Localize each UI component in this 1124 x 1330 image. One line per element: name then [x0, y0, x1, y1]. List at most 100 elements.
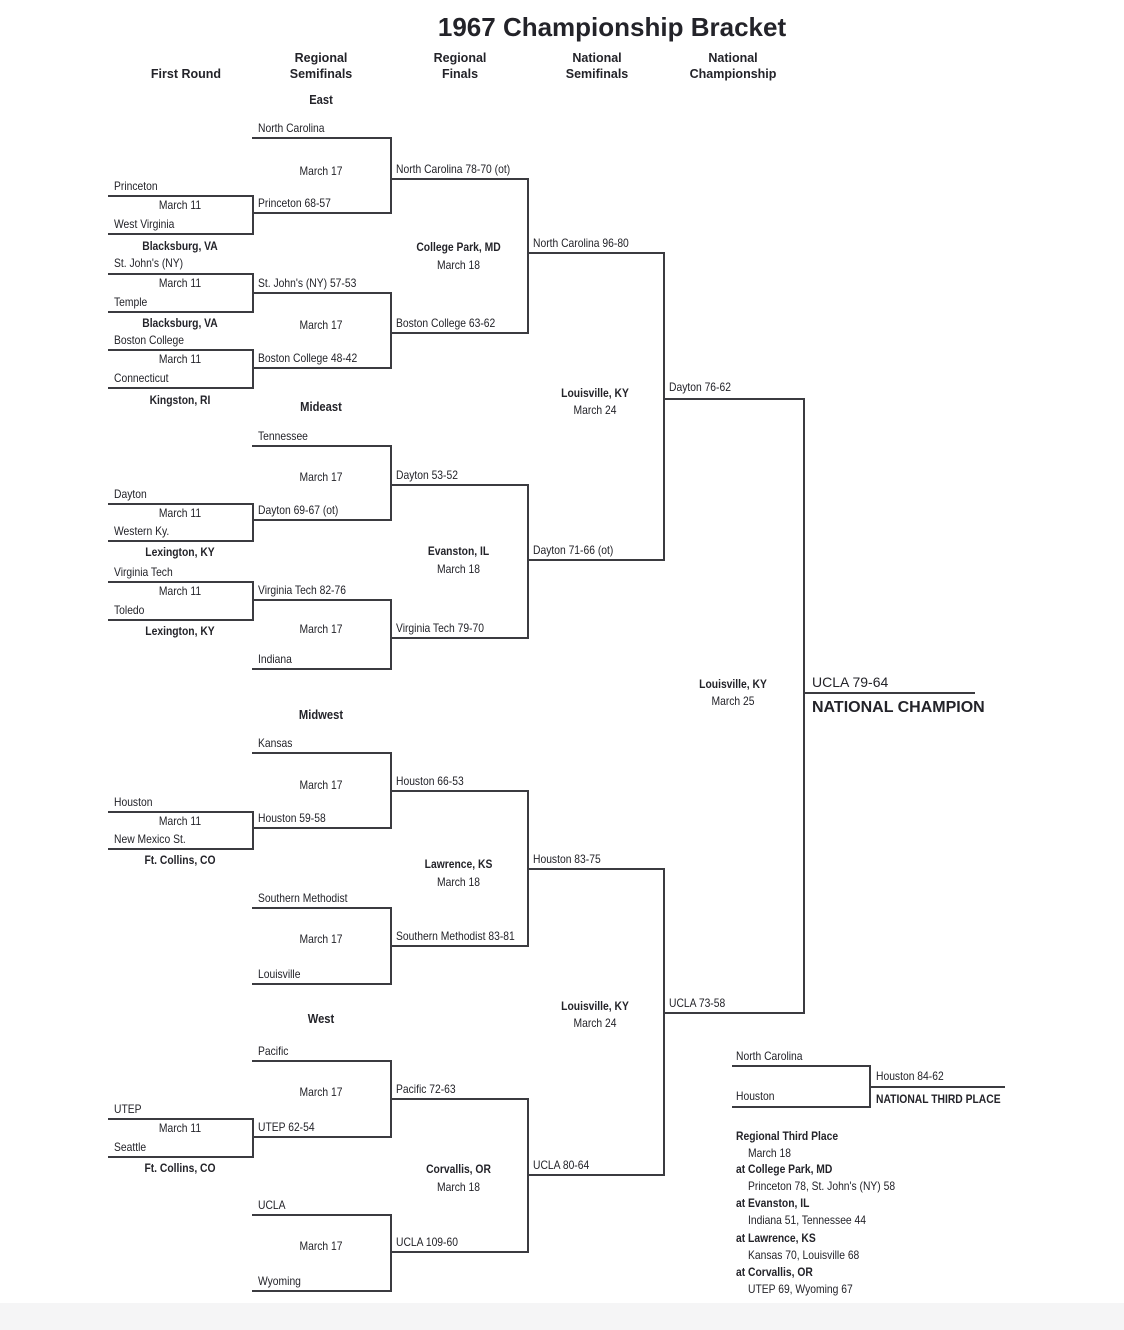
- east-fr3-date: March 11: [158, 352, 202, 366]
- region-label-east: East: [309, 92, 333, 107]
- bracket-line-h: [108, 233, 252, 235]
- column-header-national-championship: National Championship: [689, 51, 777, 81]
- bracket-line-h: [252, 1214, 390, 1216]
- regional-third-place-game-score: Indiana 51, Tennessee 44: [748, 1213, 867, 1227]
- bracket-line-v: [390, 1214, 392, 1292]
- bracket-line-v: [252, 581, 254, 621]
- east-fr2-team-top: St. John's (NY): [114, 256, 184, 270]
- ns1-site: Louisville, KY: [561, 386, 629, 400]
- east-sf1-date: March 17: [299, 164, 343, 178]
- bracket-line-h: [108, 1118, 252, 1120]
- bracket-line-h: [108, 540, 252, 542]
- regional-third-place-game-site: at Corvallis, OR: [736, 1265, 813, 1279]
- ns1-result: Dayton 76-62: [669, 380, 731, 394]
- bracket-line-h: [390, 1098, 527, 1100]
- bracket-line-h: [869, 1086, 1005, 1088]
- bracket-line-h: [252, 1136, 390, 1138]
- page-title: 1967 Championship Bracket: [437, 12, 787, 42]
- bracket-line-v: [390, 445, 392, 521]
- mideast-final-date: March 18: [436, 562, 481, 576]
- bracket-line-h: [252, 983, 390, 985]
- midwest-bye-top: Kansas: [258, 736, 293, 750]
- west-final-result: UCLA 80-64: [533, 1158, 590, 1172]
- west-final-site: Corvallis, OR: [426, 1162, 491, 1176]
- bracket-line-h: [663, 398, 803, 400]
- bracket-line-v: [390, 292, 392, 369]
- bracket-line-h: [390, 945, 527, 947]
- east-sf2-date: March 17: [299, 318, 343, 332]
- bracket-line-h: [252, 1290, 390, 1292]
- east-fr1-team-bottom: West Virginia: [114, 217, 175, 231]
- bracket-line-v: [252, 503, 254, 542]
- west-sf1-feeder: UTEP 62-54: [258, 1120, 315, 1134]
- east-final-site: College Park, MD: [416, 240, 501, 254]
- bracket-line-h: [108, 311, 252, 313]
- east-fr3-team-top: Boston College: [114, 333, 184, 347]
- bracket-line-v: [663, 868, 665, 1176]
- midwest-fr1-site: Ft. Collins, CO: [144, 853, 216, 867]
- regional-third-place-game-site: at Lawrence, KS: [736, 1231, 816, 1245]
- regional-third-place-game-score: Princeton 78, St. John's (NY) 58: [748, 1179, 896, 1193]
- regional-third-place-game-site: at College Park, MD: [736, 1162, 833, 1176]
- region-label-mideast: Mideast: [300, 399, 342, 414]
- bracket-line-h: [252, 367, 390, 369]
- east-sf2-feeder-bottom: Boston College 48-42: [258, 351, 358, 365]
- west-sf1-result: Pacific 72-63: [396, 1082, 456, 1096]
- bracket-line-v: [252, 811, 254, 850]
- bracket-line-h: [390, 790, 527, 792]
- east-final-result: North Carolina 96-80: [533, 236, 629, 250]
- bracket-line-h: [252, 668, 390, 670]
- bracket-line-h: [527, 868, 663, 870]
- regional-third-place-game-site: at Evanston, IL: [736, 1196, 810, 1210]
- bracket-line-h: [252, 599, 390, 601]
- bracket-line-h: [108, 349, 252, 351]
- bracket-line-h: [390, 178, 527, 180]
- bracket-line-h: [108, 1156, 252, 1158]
- midwest-fr1-team-top: Houston: [114, 795, 153, 809]
- bracket-line-v: [390, 599, 392, 670]
- regional-third-place-heading: Regional Third Place: [736, 1129, 839, 1143]
- regional-third-place-date: March 18: [748, 1146, 792, 1160]
- west-fr1-team-top: UTEP: [114, 1102, 142, 1116]
- east-final-date: March 18: [436, 258, 481, 272]
- mideast-sf2-result: Virginia Tech 79-70: [396, 621, 484, 635]
- bracket-line-v: [663, 252, 665, 561]
- mideast-sf1-date: March 17: [299, 470, 343, 484]
- west-sf1-date: March 17: [299, 1085, 343, 1099]
- bracket-line-h: [252, 752, 390, 754]
- bracket-line-h: [252, 445, 390, 447]
- column-header-regional-semifinals: Regional Semifinals: [289, 51, 353, 81]
- west-fr1-team-bottom: Seattle: [114, 1140, 147, 1154]
- bracket-line-h: [732, 1106, 869, 1108]
- east-fr1-team-top: Princeton: [114, 179, 158, 193]
- east-fr2-site: Blacksburg, VA: [142, 316, 218, 330]
- east-sf1-feeder: Princeton 68-57: [258, 196, 331, 210]
- bracket-line-h: [527, 252, 663, 254]
- midwest-fr1-date: March 11: [158, 814, 202, 828]
- bracket-line-v: [527, 178, 529, 334]
- region-label-west: West: [307, 1011, 335, 1026]
- midwest-sf1-feeder: Houston 59-58: [258, 811, 326, 825]
- midwest-fr1-team-bottom: New Mexico St.: [114, 832, 186, 846]
- bracket-line-h: [252, 519, 390, 521]
- national-third-place-label: NATIONAL THIRD PLACE: [876, 1092, 1001, 1106]
- page-bottom-edge: [0, 1303, 1124, 1330]
- west-bye-top: Pacific: [258, 1044, 289, 1058]
- west-bye-mid: UCLA: [258, 1198, 286, 1212]
- ns2-site: Louisville, KY: [561, 999, 629, 1013]
- east-bye-team: North Carolina: [258, 121, 325, 135]
- east-fr1-date: March 11: [158, 198, 202, 212]
- bracket-line-h: [252, 137, 390, 139]
- midwest-sf1-date: March 17: [299, 778, 343, 792]
- championship-date: March 25: [711, 694, 755, 708]
- west-fr1-date: March 11: [158, 1121, 202, 1135]
- mideast-sf1-result: Dayton 53-52: [396, 468, 458, 482]
- bracket-line-h: [663, 1012, 803, 1014]
- east-sf1-result: North Carolina 78-70 (ot): [396, 162, 511, 176]
- bracket-line-v: [803, 398, 805, 1014]
- bracket-line-h: [390, 332, 527, 334]
- bracket-line-h: [390, 1251, 527, 1253]
- third-place-result: Houston 84-62: [876, 1069, 944, 1083]
- bracket-line-v: [252, 349, 254, 389]
